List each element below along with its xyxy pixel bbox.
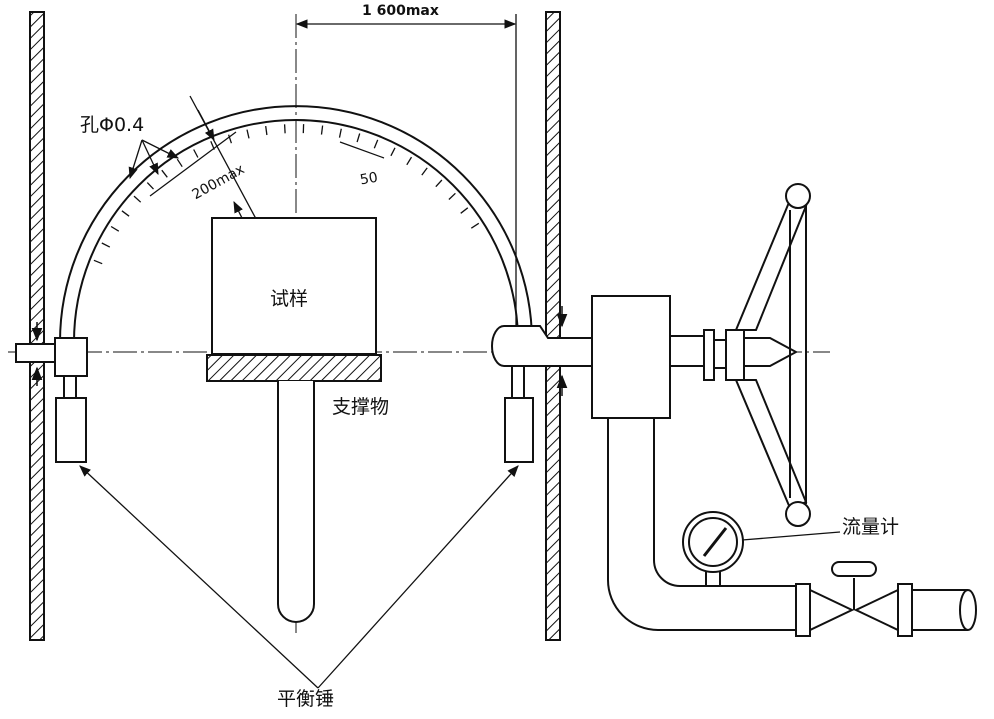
hole-leader-lines xyxy=(128,139,180,180)
supply-pipe xyxy=(592,417,977,631)
flow-meter xyxy=(682,511,744,586)
scale-tick xyxy=(193,149,199,158)
spray-ring xyxy=(59,105,533,343)
scale-tick xyxy=(373,139,379,149)
left-ring-end xyxy=(15,337,88,463)
width-dimension xyxy=(295,14,517,340)
scale-tick xyxy=(146,182,154,190)
scale-tick xyxy=(390,147,396,157)
specimen xyxy=(211,217,377,355)
support xyxy=(206,354,382,623)
scale-mark-label: 50 xyxy=(358,169,380,189)
width-dimension-label: 1 600max xyxy=(362,3,439,19)
scale-tick xyxy=(338,128,342,138)
rotary-joint xyxy=(591,295,799,419)
scale-tick xyxy=(246,129,250,139)
scale-tick xyxy=(110,225,120,232)
hole-label: 孔Φ0.4 xyxy=(80,114,145,136)
right-wall xyxy=(545,11,561,641)
support-label: 支撑物 xyxy=(332,396,390,418)
right-ring-end xyxy=(491,325,593,463)
specimen-label: 试样 xyxy=(270,288,309,310)
scale-tick xyxy=(133,195,142,203)
flow-meter-label: 流量计 xyxy=(842,516,900,538)
balance-weight-leaders xyxy=(79,465,519,689)
scale-tick xyxy=(421,167,428,176)
scale-tick xyxy=(283,124,286,134)
scale-tick xyxy=(265,126,268,136)
scale-tick xyxy=(320,125,324,135)
scale-tick xyxy=(448,192,456,200)
scale-tick xyxy=(93,259,103,265)
scale-tick xyxy=(101,242,111,248)
flow-meter-leader xyxy=(741,531,841,541)
scale-tick xyxy=(227,134,233,144)
scale-tick xyxy=(470,222,480,229)
scale-tick xyxy=(176,158,183,168)
scale-tick xyxy=(435,179,443,188)
scale-mark-leader xyxy=(339,141,385,159)
scale-tick xyxy=(460,207,469,214)
valve xyxy=(795,561,913,637)
balance-weight-label: 平衡锤 xyxy=(277,688,335,710)
scale-tick xyxy=(121,210,130,217)
scale-tick xyxy=(406,156,413,166)
scale-tick xyxy=(356,133,361,143)
scale-tick xyxy=(161,169,168,178)
handwheel xyxy=(734,183,811,527)
radial-dimension xyxy=(149,95,263,231)
